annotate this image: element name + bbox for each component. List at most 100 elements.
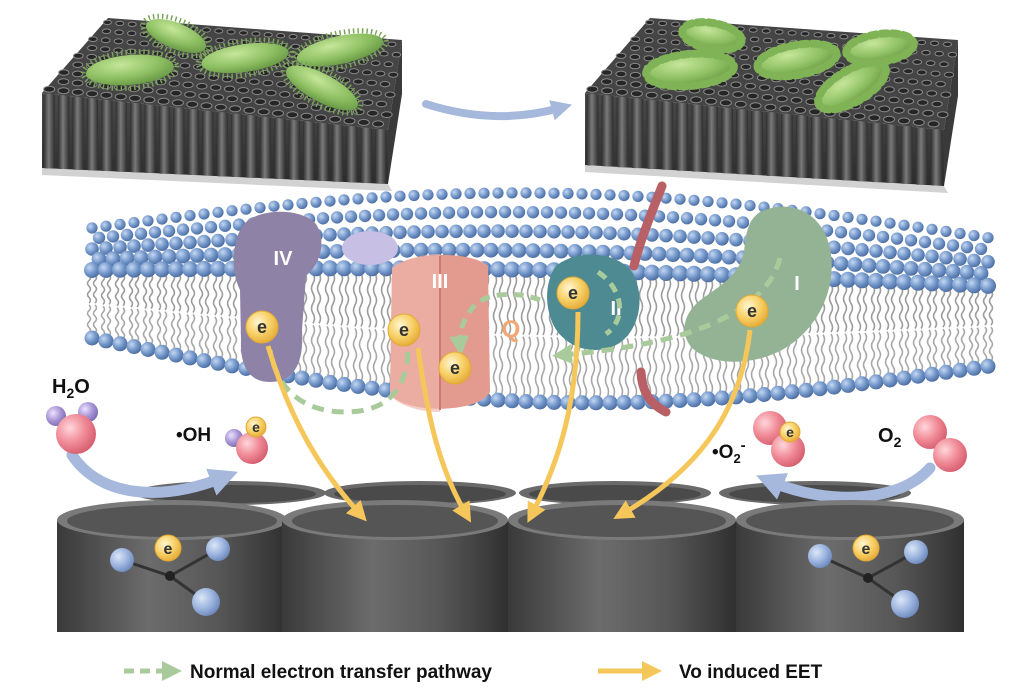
- lipid-head: [442, 206, 456, 219]
- lipid-head: [910, 368, 926, 384]
- nanotube-front: [508, 500, 736, 632]
- lipid-tail: [688, 337, 694, 396]
- lipid-tail: [366, 272, 372, 328]
- complex-iv-shape: [233, 211, 322, 382]
- lipid-tail: [814, 334, 820, 385]
- lipid-head: [386, 208, 400, 221]
- vo-eet-arrow-i: [613, 329, 753, 519]
- nanotube-opening: [276, 33, 286, 39]
- nanotube-wall: [331, 124, 344, 182]
- lipid-head: [183, 235, 197, 250]
- complex-i-label: I: [794, 273, 800, 295]
- nanotube-opening: [239, 30, 248, 36]
- nanotube-opening: [383, 61, 394, 68]
- lipid-head: [910, 274, 926, 291]
- lipid-tail: [92, 304, 98, 334]
- lipid-head: [372, 209, 386, 222]
- lipid-head: [702, 195, 714, 208]
- superoxide-label: •O2-: [712, 437, 746, 466]
- lipid-tail: [330, 272, 336, 325]
- lipid-head: [147, 249, 163, 265]
- lipid-tail: [386, 329, 392, 386]
- nanotube-opening: [907, 78, 919, 85]
- nanotube-opening: [794, 106, 807, 114]
- nanotube-opening: [645, 91, 658, 99]
- lipid-tail: [358, 328, 364, 382]
- lipid-head: [155, 237, 169, 251]
- lipid-head: [959, 264, 975, 280]
- lipid-head: [828, 209, 840, 222]
- nanotube-opening: [940, 91, 952, 98]
- lipid-head: [632, 190, 644, 202]
- lipid-head: [456, 206, 470, 219]
- lipid-head: [861, 258, 877, 273]
- electron-label: e: [257, 317, 267, 337]
- lipid-head: [240, 203, 252, 215]
- nanotube-opening: [643, 46, 654, 53]
- electron-label: e: [862, 541, 871, 558]
- lipid-head: [128, 217, 140, 229]
- lipid-head: [161, 249, 177, 264]
- lipid-head: [932, 237, 946, 250]
- lipid-head: [869, 244, 883, 258]
- nanotube-opening: [839, 34, 849, 40]
- lipid-head: [436, 188, 448, 200]
- lipid-tail: [646, 337, 652, 398]
- nanotube-back: [324, 481, 516, 505]
- nanotube-opening: [740, 63, 752, 71]
- nanotube-opening: [930, 70, 941, 77]
- nanotube-opening: [629, 53, 641, 61]
- electron-label: e: [786, 424, 794, 440]
- lipid-tail: [982, 326, 988, 362]
- lipid-head: [666, 211, 680, 224]
- lipid-tail: [148, 309, 154, 346]
- lipid-head: [399, 242, 415, 258]
- oxygen-atom: [771, 433, 805, 467]
- nanotube-opening: [184, 91, 196, 98]
- nanotube-opening: [935, 81, 946, 88]
- damaged-bacterium: [678, 18, 746, 54]
- nanotube-opening: [657, 29, 667, 36]
- lipid-head: [610, 208, 624, 221]
- lipid-head: [856, 213, 868, 225]
- lipid-tail: [156, 311, 162, 348]
- lipid-tail: [492, 273, 498, 335]
- nanotube-opening: [705, 97, 717, 105]
- lipid-head: [350, 260, 366, 277]
- lipid-head: [490, 261, 506, 278]
- lipid-tail: [492, 335, 498, 396]
- lipid-tail: [86, 274, 92, 304]
- nanotube-opening: [790, 96, 803, 104]
- lipid-head: [889, 260, 905, 275]
- lipid-head: [483, 242, 499, 258]
- lipid-head: [931, 262, 947, 278]
- lipid-tail: [974, 289, 980, 327]
- nanotube-opening: [194, 73, 206, 80]
- lipid-tail: [660, 277, 666, 337]
- lipid-head: [567, 244, 583, 259]
- nanotube-opening: [366, 79, 378, 86]
- lipid-head: [98, 333, 114, 349]
- nanotube-opening: [367, 109, 379, 117]
- nanotube-opening: [58, 69, 70, 76]
- lipid-tail: [498, 273, 504, 335]
- lipid-head: [184, 210, 196, 222]
- nanotube-wall: [158, 106, 171, 174]
- lipid-head: [393, 225, 407, 240]
- complex-iv-label: IV: [274, 248, 294, 270]
- nanotube-opening: [276, 81, 287, 88]
- lipid-head: [981, 254, 995, 269]
- normal-pathway-ii-arc: [596, 269, 623, 337]
- nanotube-opening: [883, 115, 896, 123]
- lipid-head: [99, 241, 113, 255]
- nanotube-opening: [629, 62, 641, 70]
- lipid-head: [282, 199, 294, 211]
- nanotube-opening: [643, 37, 654, 44]
- lipid-head: [322, 260, 338, 277]
- nanotube-opening: [288, 34, 298, 40]
- lipid-head: [939, 250, 953, 265]
- nanotube-wall: [375, 129, 387, 184]
- lipid-tail: [344, 327, 350, 380]
- nanotube-wall: [245, 115, 257, 178]
- nanotube-opening: [800, 31, 810, 37]
